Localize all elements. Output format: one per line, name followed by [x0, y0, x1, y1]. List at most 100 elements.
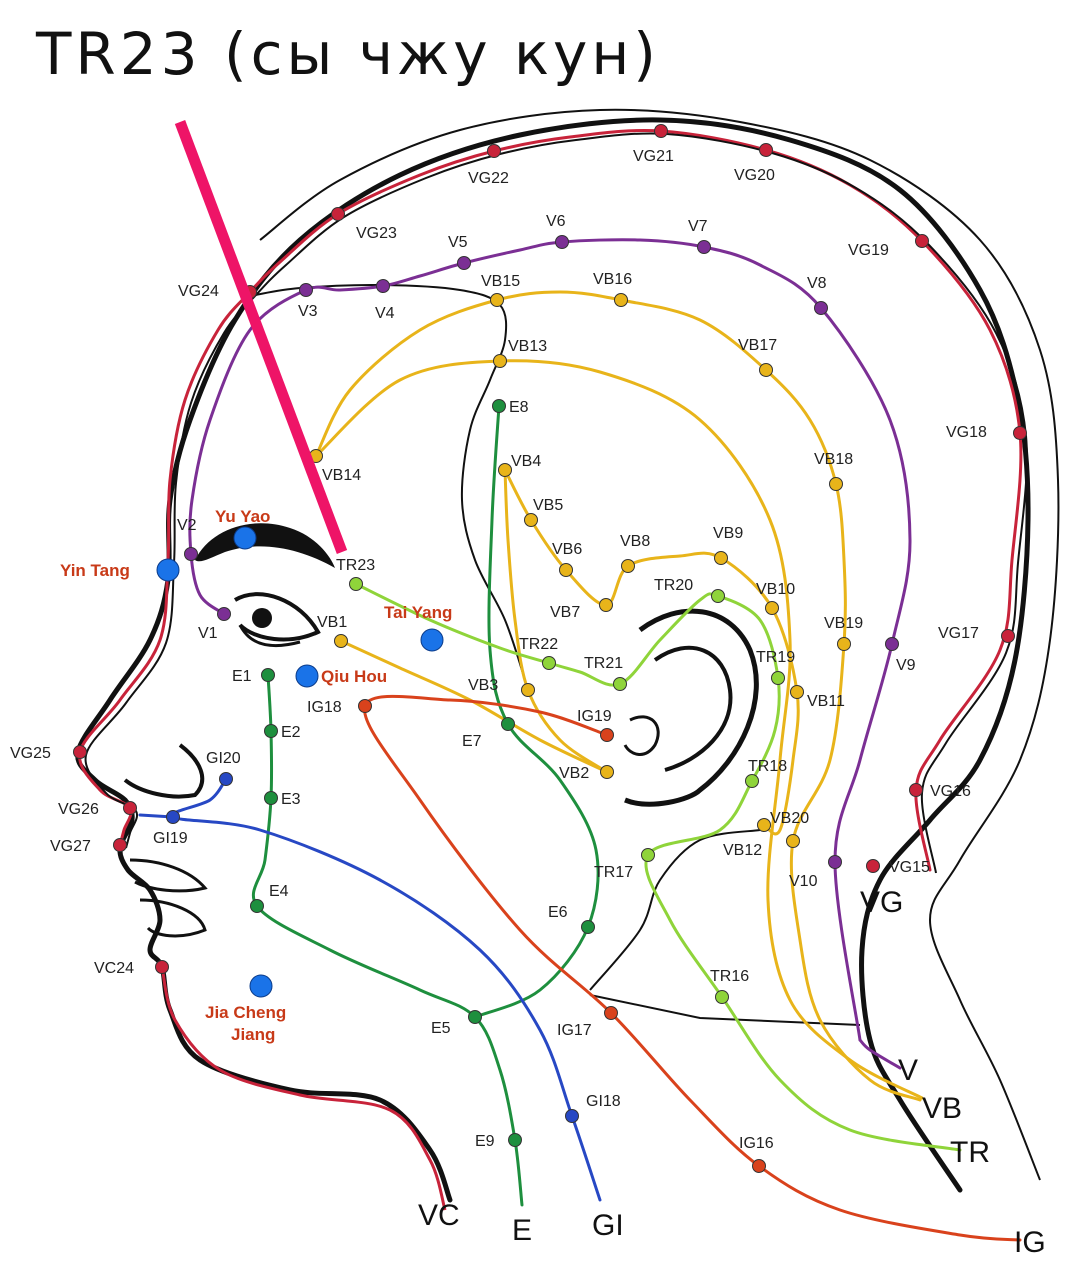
acupoint-vb1 [334, 634, 348, 648]
acupoint-label-ig19: IG19 [577, 708, 612, 725]
head-profile-line [75, 117, 1031, 1203]
meridian-line-vc [160, 966, 447, 1211]
facial-features [123, 523, 759, 938]
acupoint-vb13 [493, 354, 507, 368]
acupoint-label-vg21: VG21 [633, 148, 674, 165]
acupoint-label-v8: V8 [807, 275, 827, 292]
acupoint-e5 [468, 1010, 482, 1024]
meridian-end-label-vg: VG [860, 886, 903, 919]
acupoint-tr16 [715, 990, 729, 1004]
acupoint-label-vb19: VB19 [824, 615, 863, 632]
acupoint-label-vb18: VB18 [814, 451, 853, 468]
acupoint-vb8 [621, 559, 635, 573]
acupoint-label-vg22: VG22 [468, 170, 509, 187]
extra-label-tai-yang: Tai Yang [384, 603, 452, 622]
acupoint-vb18 [829, 477, 843, 491]
eyebrow [195, 523, 335, 568]
acupoint-v2 [184, 547, 198, 561]
acupoint-label-vb8: VB8 [620, 533, 650, 550]
acupoint-vb10 [765, 601, 779, 615]
acupoint-vb4 [498, 463, 512, 477]
acupoint-label-vg25: VG25 [10, 745, 51, 762]
ear-tragus [623, 715, 660, 756]
acupoint-e6 [581, 920, 595, 934]
acupoint-vg18 [1013, 426, 1027, 440]
extra-label-yu-yao: Yu Yao [215, 507, 270, 526]
acupoint-label-tr18: TR18 [748, 758, 787, 775]
eye-pupil [252, 608, 272, 628]
acupoint-vb3 [521, 683, 535, 697]
acupoint-label-tr22: TR22 [519, 636, 558, 653]
tr23-pointer [174, 120, 348, 554]
acupoint-label-v4: V4 [375, 305, 395, 322]
acupoint-vb12 [786, 834, 800, 848]
acupoint-e4 [250, 899, 264, 913]
acupoint-label-v9: V9 [896, 657, 916, 674]
acupoint-vg21 [654, 124, 668, 138]
acupoint-label-v2: V2 [177, 517, 197, 534]
meridian-line-vb [314, 359, 924, 1100]
acupoint-vb15 [490, 293, 504, 307]
acupoint-label-vb1: VB1 [317, 614, 347, 631]
acupoints: VG15VG16VG17VG18VG19VG20VG21VG22VG23VG24… [10, 124, 1027, 1173]
lower-lip [139, 898, 207, 938]
eye-lower-lid [238, 624, 301, 648]
acupoint-v8 [814, 301, 828, 315]
acupoint-vb9 [714, 551, 728, 565]
acupoint-label-vb11: VB11 [807, 693, 845, 710]
highlight-pointer-line [174, 120, 348, 554]
acupoint-label-v3: V3 [298, 303, 318, 320]
acupoint-label-vb9: VB9 [713, 525, 743, 542]
acupoint-label-vg27: VG27 [50, 838, 91, 855]
acupoint-v4 [376, 279, 390, 293]
acupoint-label-gi19: GI19 [153, 830, 188, 847]
acupoint-label-v1: V1 [198, 625, 218, 642]
acupoint-label-e7: E7 [462, 733, 482, 750]
acupoint-label-v5: V5 [448, 234, 468, 251]
acupoint-label-vg26: VG26 [58, 801, 99, 818]
meridian-line-ig [363, 694, 1022, 1242]
acupoint-v5 [457, 256, 471, 270]
meridian-end-label-vb: VB [922, 1092, 962, 1125]
acupoint-e9 [508, 1133, 522, 1147]
meridian-line-vb [503, 468, 609, 774]
acupoint-v10 [828, 855, 842, 869]
nose [123, 743, 205, 799]
acupoint-vb20 [757, 818, 771, 832]
extra-point-yu-yao [233, 526, 257, 550]
acupoint-vg25 [73, 745, 87, 759]
acupoint-tr21 [613, 677, 627, 691]
acupoint-gi20 [219, 772, 233, 786]
acupoint-label-vg19: VG19 [848, 242, 889, 259]
acupoint-v6 [555, 235, 569, 249]
acupoint-vb16 [614, 293, 628, 307]
acupoint-label-tr23: TR23 [336, 557, 375, 574]
acupoint-v1 [217, 607, 231, 621]
acupoint-vb17 [759, 363, 773, 377]
acupoint-label-ig17: IG17 [557, 1022, 592, 1039]
meridian-end-label-v: V [898, 1054, 918, 1087]
acupoint-label-ig18: IG18 [307, 699, 342, 716]
acupoint-vb6 [559, 563, 573, 577]
meridian-line-vg-inner [84, 132, 1028, 874]
acupoint-label-vb6: VB6 [552, 541, 582, 558]
extra-point-tai-yang [420, 628, 444, 652]
acupoint-gi18 [565, 1109, 579, 1123]
acupoint-label-e5: E5 [431, 1020, 451, 1037]
acupoint-tr19 [771, 671, 785, 685]
meridian-end-label-vc: VC [418, 1199, 460, 1232]
acupoint-ig18 [358, 699, 372, 713]
acupoint-label-vb12: VB12 [723, 842, 762, 859]
acupoint-vb11 [790, 685, 804, 699]
acupoint-label-ig16: IG16 [739, 1135, 774, 1152]
acupoint-e7 [501, 717, 515, 731]
acupoint-vb5 [524, 513, 538, 527]
acupoint-ig16 [752, 1159, 766, 1173]
acupoint-vb19 [837, 637, 851, 651]
acupoint-tr23 [349, 577, 363, 591]
acupoint-ig17 [604, 1006, 618, 1020]
acupoint-label-tr16: TR16 [710, 968, 749, 985]
acupoint-label-e8: E8 [509, 399, 529, 416]
